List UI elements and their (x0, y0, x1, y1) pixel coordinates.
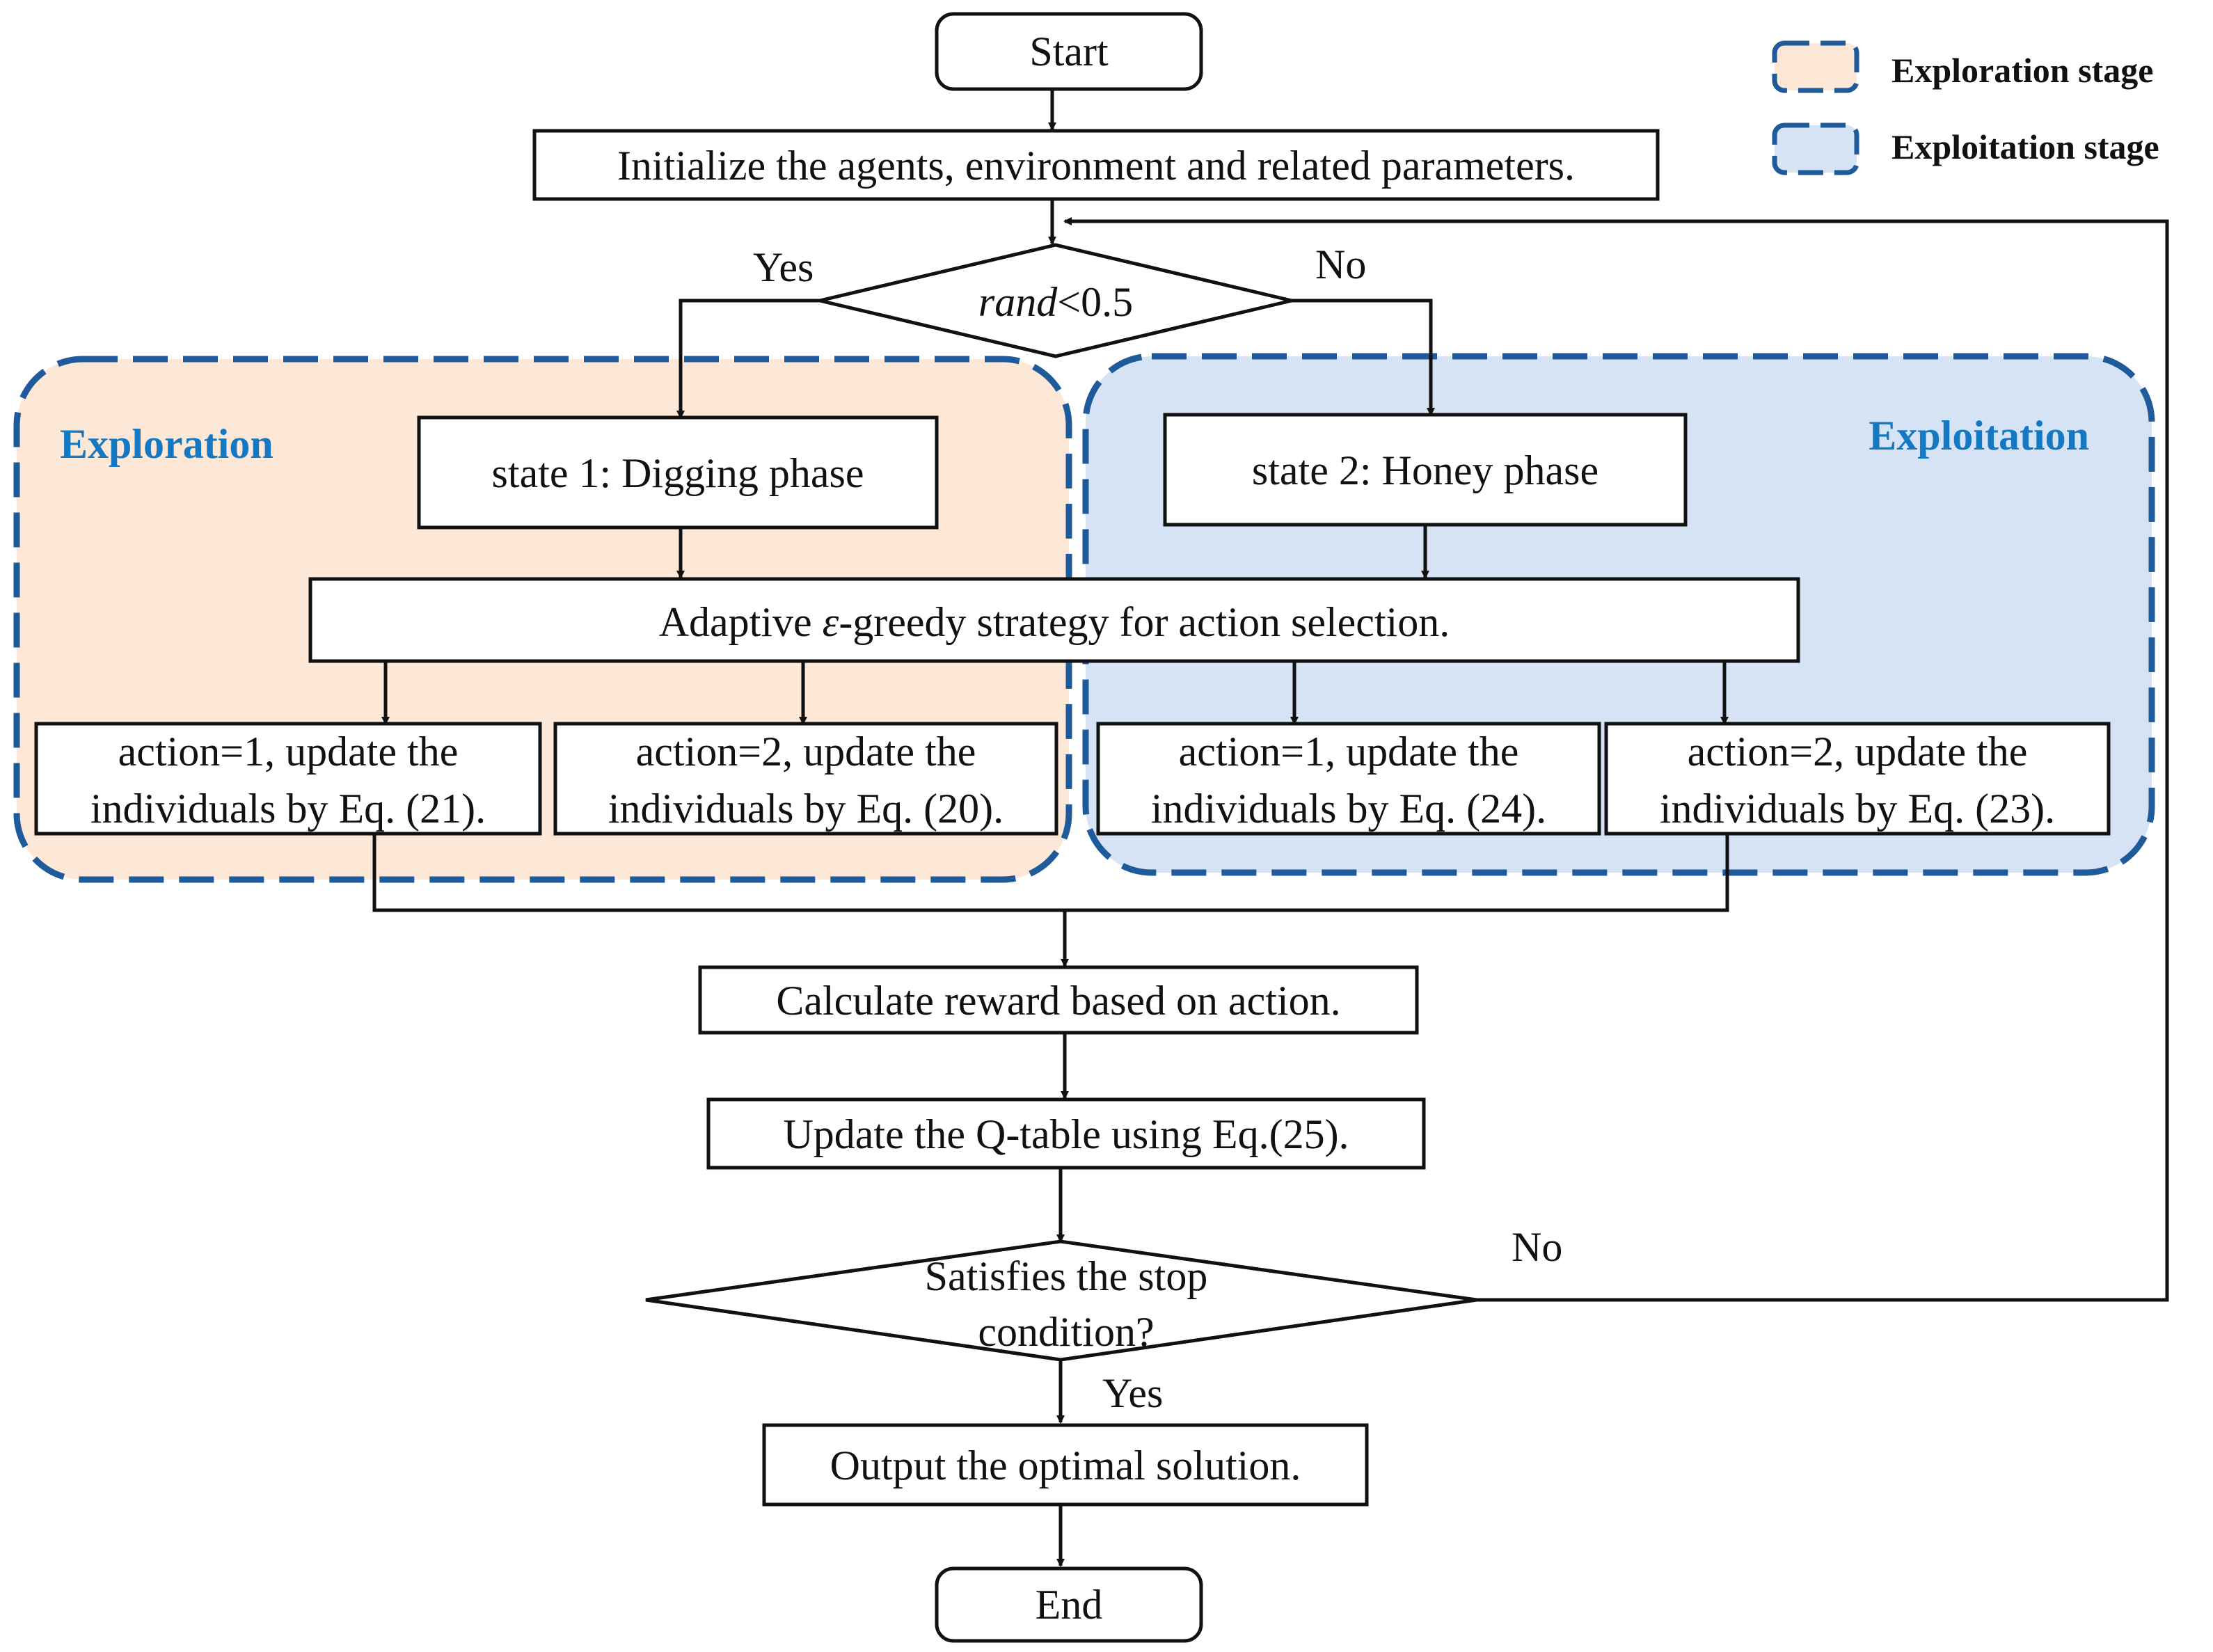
qtable-node: Update the Q-table using Eq.(25). (706, 1097, 1426, 1170)
decision-rand-condition: <0.5 (1057, 279, 1133, 325)
state2-label: state 2: Honey phase (1252, 447, 1599, 493)
action1-exploitation-box (1096, 722, 1601, 836)
stop-decision-diamond (645, 1239, 1477, 1362)
start-terminal (935, 12, 1203, 91)
adaptive-label: Adaptive ε-greedy strategy for action se… (659, 599, 1450, 645)
action2-exploration-label: action=2, update the individuals by Eq. (… (608, 729, 1004, 832)
adaptive-box (308, 577, 1800, 663)
stop-decision-line1: Satisfies the stop (925, 1253, 1208, 1299)
action1-exploitation-line2: individuals by Eq. (24). (1151, 786, 1546, 832)
adaptive-label-epsilon: ε (823, 599, 839, 645)
stop-decision-line2: condition? (978, 1309, 1154, 1355)
state2-node: state 2: Honey phase (1163, 413, 1688, 527)
legend-exploration-label: Exploration stage (1891, 51, 2153, 90)
legend-exploration-swatch (1772, 40, 1859, 93)
adaptive-label-after: -greedy strategy for action selection. (839, 599, 1450, 645)
end-node: End (935, 1566, 1203, 1643)
action1-exploration-node: action=1, update the individuals by Eq. (… (34, 722, 542, 836)
state1-node: state 1: Digging phase (417, 415, 939, 530)
edge-merge-actions (372, 834, 1729, 912)
state2-box (1163, 413, 1688, 527)
decision-rand-label: rand<0.5 (978, 279, 1133, 325)
qtable-label: Update the Q-table using Eq.(25). (783, 1111, 1349, 1157)
qtable-box (706, 1097, 1426, 1170)
edge-stop-no-loop (1063, 217, 2169, 1302)
exploitation-region-title: Exploitation (1869, 413, 2089, 459)
reward-box (698, 965, 1419, 1035)
action1-exploitation-label: action=1, update the individuals by Eq. (… (1151, 729, 1546, 832)
stop-decision-label: Satisfies the stop condition? (925, 1253, 1208, 1355)
end-label: End (1036, 1582, 1103, 1628)
adaptive-node: Adaptive ε-greedy strategy for action se… (308, 577, 1800, 663)
start-label: Start (1029, 29, 1109, 74)
action2-exploration-node: action=2, update the individuals by Eq. (… (553, 722, 1058, 836)
output-label: Output the optimal solution. (830, 1443, 1301, 1488)
action2-exploitation-line2: individuals by Eq. (23). (1660, 786, 2055, 832)
action1-exploration-label: action=1, update the individuals by Eq. (… (90, 729, 486, 832)
exploration-region-title: Exploration (60, 421, 273, 467)
decision-rand-node: rand<0.5 (819, 243, 1292, 358)
action1-exploration-box (34, 722, 542, 836)
action1-exploration-line1: action=1, update the (118, 729, 459, 775)
legend-exploitation-swatch (1772, 122, 1859, 175)
action2-exploration-line2: individuals by Eq. (20). (608, 786, 1004, 832)
output-box (762, 1423, 1369, 1507)
edge-decision-yes (676, 299, 820, 419)
action1-exploration-line2: individuals by Eq. (21). (90, 786, 486, 832)
end-terminal (935, 1566, 1203, 1643)
edge-label-rand-no: No (1315, 241, 1366, 287)
decision-rand-diamond (819, 243, 1292, 358)
init-node: Initialize the agents, environment and r… (532, 129, 1660, 201)
reward-node: Calculate reward based on action. (698, 965, 1419, 1035)
edge-label-stop-yes: Yes (1102, 1370, 1163, 1416)
state1-label: state 1: Digging phase (492, 450, 864, 496)
action1-exploitation-line1: action=1, update the (1179, 729, 1519, 775)
adaptive-label-before: Adaptive (659, 599, 823, 645)
action2-exploitation-label: action=2, update the individuals by Eq. (… (1660, 729, 2055, 832)
reward-label: Calculate reward based on action. (776, 978, 1340, 1024)
edge-label-rand-yes: Yes (753, 244, 814, 290)
action2-exploitation-node: action=2, update the individuals by Eq. (… (1604, 722, 2111, 836)
output-node: Output the optimal solution. (762, 1423, 1369, 1507)
state1-box (417, 415, 939, 530)
action2-exploitation-line1: action=2, update the (1688, 729, 2028, 775)
action2-exploitation-box (1604, 722, 2111, 836)
decision-rand-italic: rand (978, 279, 1058, 325)
init-box (532, 129, 1660, 201)
action1-exploitation-node: action=1, update the individuals by Eq. (… (1096, 722, 1601, 836)
edge-decision-no (1292, 299, 1435, 416)
connectors (372, 89, 2169, 1567)
edge-label-stop-no: No (1512, 1224, 1562, 1270)
legend-exploitation-label: Exploitation stage (1891, 127, 2159, 166)
action2-exploration-box (553, 722, 1058, 836)
action2-exploration-line1: action=2, update the (636, 729, 976, 775)
stop-decision-node: Satisfies the stop condition? (645, 1239, 1477, 1362)
init-label: Initialize the agents, environment and r… (617, 143, 1575, 189)
start-node: Start (935, 12, 1203, 91)
